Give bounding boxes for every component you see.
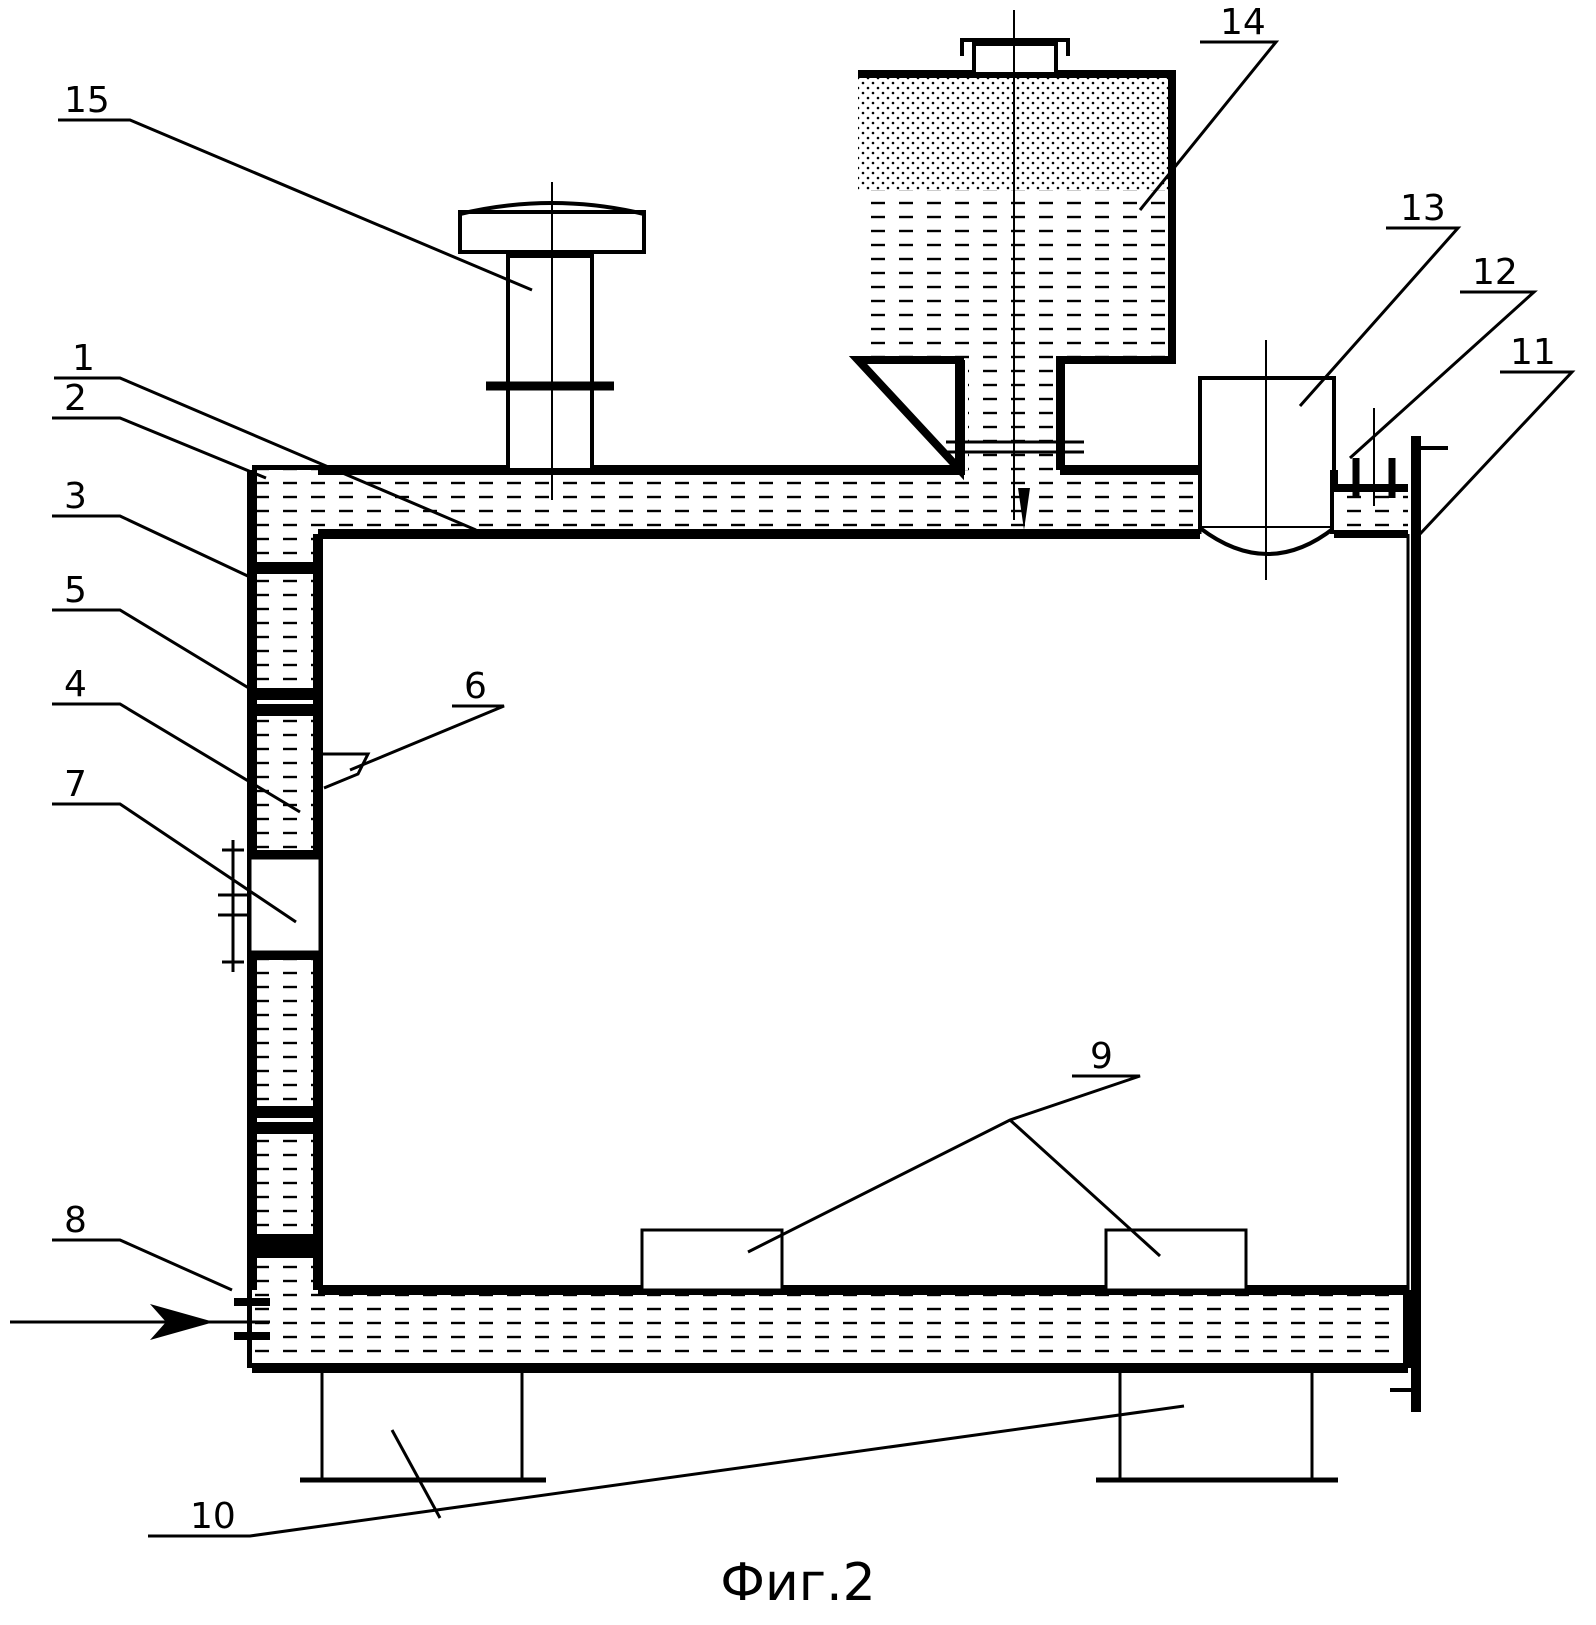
shelf-bracket [320,752,371,790]
callout-5: 5 [64,570,87,611]
expansion-tank [848,10,1176,530]
callout-13: 13 [1400,188,1446,229]
callout-9: 9 [1090,1036,1113,1077]
thermometer-well [1334,408,1408,538]
callout-10: 10 [190,1496,236,1537]
callout-14: 14 [1220,2,1266,43]
callout-11: 11 [1510,332,1556,373]
window-flange [218,840,248,972]
callout-1: 1 [72,338,95,379]
leader-lines [52,40,1576,1538]
left-wall-sections [252,562,318,1258]
inlet-arrow [10,1298,270,1340]
chimney [458,182,646,500]
callout-6: 6 [464,666,487,707]
callout-8: 8 [64,1200,87,1241]
tank-body [218,360,1448,1412]
trays [640,1228,1248,1292]
support-legs [300,1370,1338,1483]
callout-2: 2 [64,378,87,419]
inspection-window [248,856,322,954]
burner-unit [1198,340,1338,580]
bottom-water-jacket [252,1290,1408,1368]
callout-labels: 15 1 2 3 5 4 7 6 14 13 12 11 9 8 10 [64,2,1556,1537]
callout-7: 7 [64,764,87,805]
callout-12: 12 [1472,252,1518,293]
callout-15: 15 [64,80,110,121]
callout-4: 4 [64,664,87,705]
figure-caption: Фиг.2 [720,1553,876,1613]
callout-3: 3 [64,476,87,517]
